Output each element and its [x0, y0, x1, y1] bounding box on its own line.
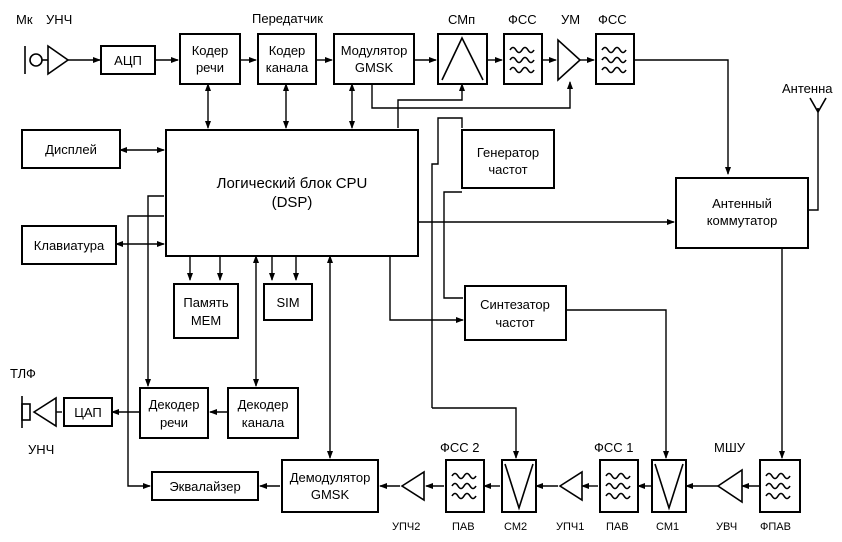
antenna-icon — [809, 97, 827, 114]
filter-fss-top-1 — [503, 33, 543, 85]
channel-coder-label-1: Кодер — [269, 43, 306, 58]
pav-2-label: ПАВ — [452, 521, 475, 533]
fss-top-2-label: ФСС — [598, 12, 627, 27]
speech-decoder-label-2: речи — [160, 415, 188, 430]
channel-decoder-block: Декодер канала — [227, 387, 299, 439]
mshu-label: МШУ — [714, 440, 746, 455]
cpu-label-1: Логический блок CPU — [217, 175, 368, 192]
microphone-icon — [24, 46, 48, 74]
cm1-label: СМ1 — [656, 521, 679, 533]
adc-block: АЦП — [100, 45, 156, 75]
mixer-tx-label: СМп — [448, 12, 475, 27]
amplifier-upch2 — [400, 470, 425, 502]
amplifier-uvch — [716, 468, 743, 504]
unch-bottom-label: УНЧ — [28, 442, 54, 457]
pa-label: УМ — [561, 12, 580, 27]
tlf-label: ТЛФ — [10, 366, 36, 381]
amplifier-unch-top — [47, 44, 70, 76]
memory-label-1: Память — [183, 295, 229, 310]
filter-fpav — [759, 459, 801, 513]
upch2-label: УПЧ2 — [392, 521, 420, 533]
memory-label-2: MEM — [191, 313, 221, 328]
channel-coder-label-2: канала — [266, 60, 309, 75]
antenna-switch-label-2: коммутатор — [707, 213, 778, 228]
speech-decoder-block: Декодер речи — [139, 387, 209, 439]
mic-label: Мк — [16, 12, 33, 27]
demodulator-label-1: Демодулятор — [290, 470, 371, 485]
keyboard-block: Клавиатура — [21, 225, 117, 265]
speech-coder-block: Кодер речи — [179, 33, 241, 85]
demodulator-block: Демодулятор GMSK — [281, 459, 379, 513]
amplifier-unch-bottom — [32, 396, 57, 428]
speech-decoder-label-1: Декодер — [149, 397, 200, 412]
modulator-block: Модулятор GMSK — [333, 33, 415, 85]
display-block: Дисплей — [21, 129, 121, 169]
speech-coder-label-2: речи — [196, 60, 224, 75]
connection-lines — [56, 57, 819, 489]
sim-label: SIM — [276, 295, 299, 310]
mixer-cm2 — [501, 459, 537, 513]
amplifier-pa — [557, 38, 582, 82]
dac-label: ЦАП — [74, 405, 102, 420]
uvch-label: УВЧ — [716, 521, 737, 533]
cm2-label: СМ2 — [504, 521, 527, 533]
amplifier-upch1 — [558, 470, 583, 502]
upch1-label: УПЧ1 — [556, 521, 584, 533]
filter-fss-top-2 — [595, 33, 635, 85]
mixer-tx-symbol — [437, 33, 488, 85]
cpu-block: Логический блок CPU (DSP) — [165, 129, 419, 257]
demodulator-label-2: GMSK — [311, 487, 350, 502]
fpav-label: ФПАВ — [760, 521, 791, 533]
channel-decoder-label-2: канала — [242, 415, 285, 430]
cpu-label-2: (DSP) — [272, 194, 313, 211]
speaker-icon — [21, 396, 31, 428]
dac-block: ЦАП — [63, 397, 113, 427]
speech-coder-label-1: Кодер — [192, 43, 229, 58]
equalizer-label: Эквалайзер — [169, 479, 240, 494]
keyboard-label: Клавиатура — [34, 238, 105, 253]
fss1-label: ФСС 1 — [594, 440, 634, 455]
fss-top-1-label: ФСС — [508, 12, 537, 27]
mixer-cm1 — [651, 459, 687, 513]
sim-block: SIM — [263, 283, 313, 321]
channel-decoder-label-1: Декодер — [238, 397, 289, 412]
transmitter-label: Передатчик — [252, 11, 323, 26]
unch-top-label: УНЧ — [46, 12, 72, 27]
fss2-label: ФСС 2 — [440, 440, 480, 455]
pav-1-label: ПАВ — [606, 521, 629, 533]
equalizer-block: Эквалайзер — [151, 471, 259, 501]
generator-label-1: Генератор — [477, 145, 539, 160]
display-label: Дисплей — [45, 142, 97, 157]
modulator-label-2: GMSK — [355, 60, 394, 75]
generator-block: Генератор частот — [461, 129, 555, 189]
filter-fss1 — [599, 459, 639, 513]
generator-label-2: частот — [488, 162, 527, 177]
antenna-switch-label-1: Антенный — [712, 196, 772, 211]
channel-coder-block: Кодер канала — [257, 33, 317, 85]
antenna-switch-block: Антенный коммутатор — [675, 177, 809, 249]
modulator-label-1: Модулятор — [341, 43, 408, 58]
synthesizer-label-1: Синтезатор — [480, 297, 550, 312]
antenna-label: Антенна — [782, 81, 833, 96]
synthesizer-block: Синтезатор частот — [464, 285, 567, 341]
memory-block: Память MEM — [173, 283, 239, 339]
synthesizer-label-2: частот — [495, 315, 534, 330]
filter-fss2 — [445, 459, 485, 513]
adc-label: АЦП — [114, 53, 142, 68]
